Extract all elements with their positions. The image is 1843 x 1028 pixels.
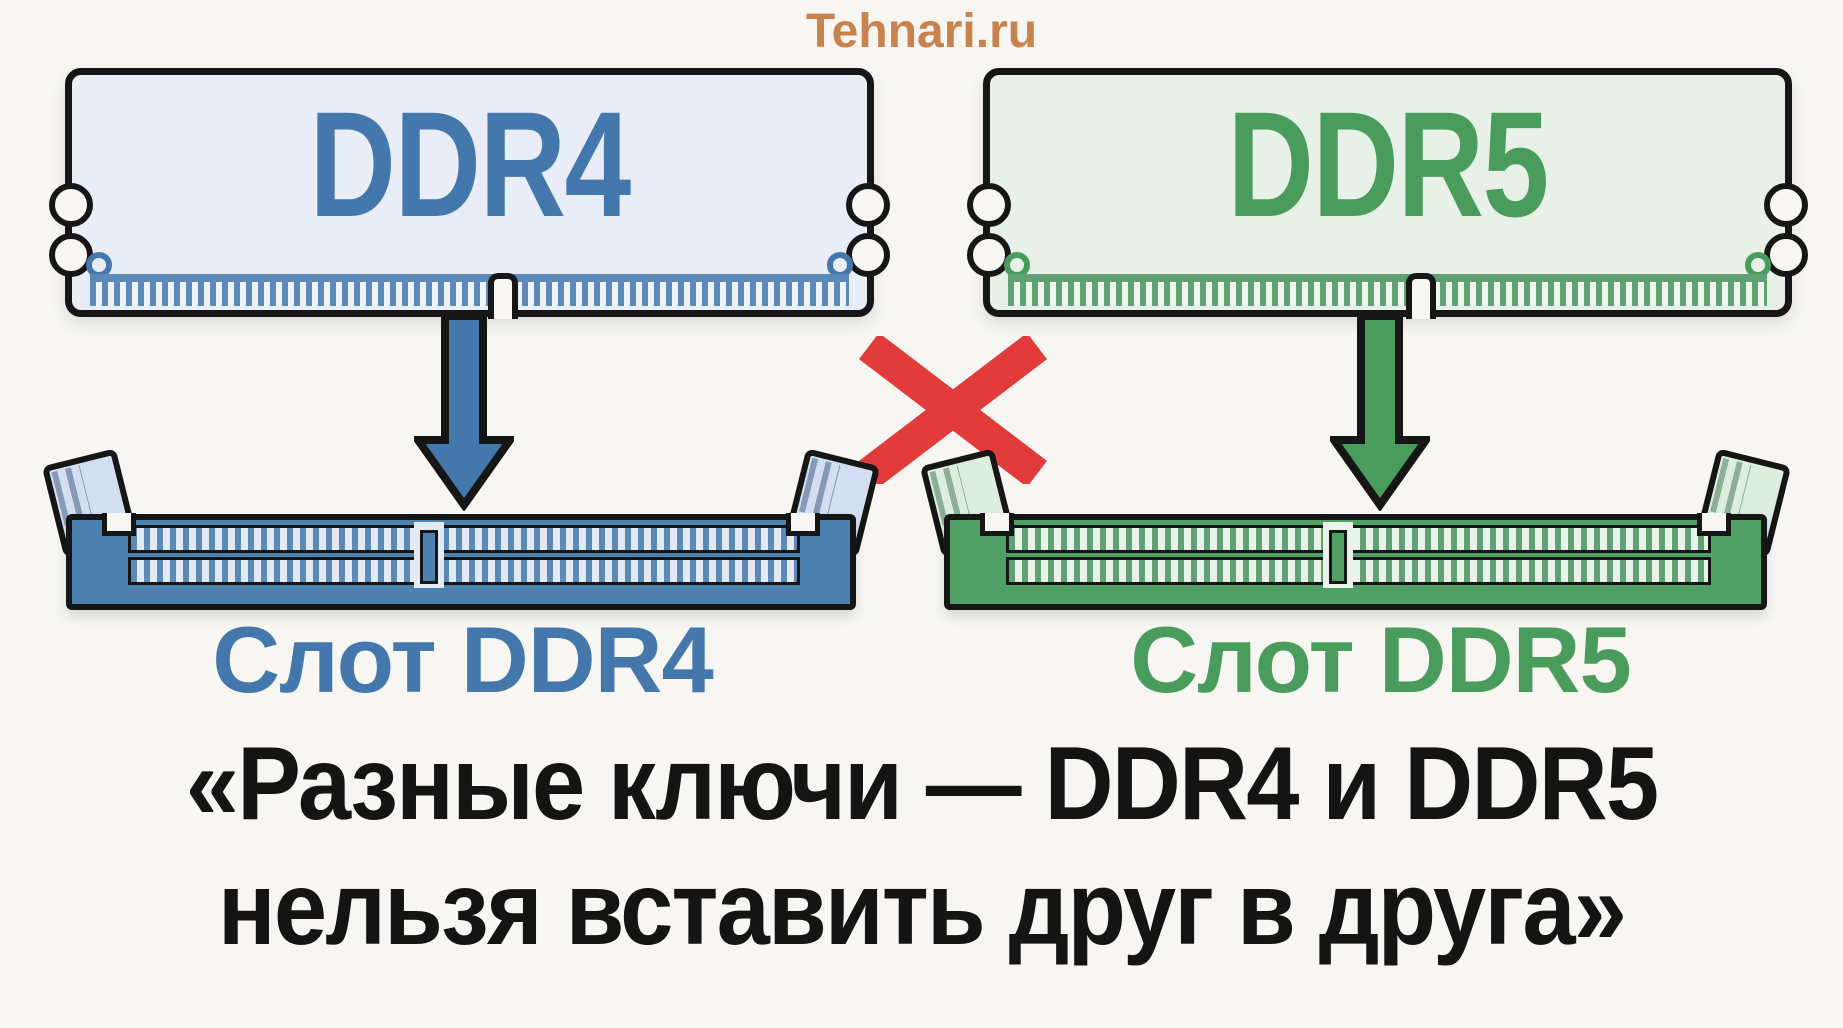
ddr4-key-notch [488,273,519,319]
ddr5-slot-key [1323,522,1354,588]
ddr5-module-label: DDR5 [1227,80,1549,248]
ddr5-key-notch [1406,273,1437,319]
slot-step [980,513,1014,536]
slot-step [786,513,820,536]
caption: «Разные ключи — DDR4 и DDR5 нельзя встав… [74,722,1770,972]
slot-pin-row [128,525,800,553]
ddr5-module: DDR5 [967,68,1808,319]
ddr5-pin-strip [1008,274,1767,306]
edge-notch [846,183,890,227]
slot-step [102,513,136,536]
caption-line-2: нельзя вставить друг в друга» [217,850,1627,967]
slot-pin-row [1006,525,1711,553]
ddr5-slot-key-bar [1329,530,1348,584]
ddr5-slot-body [944,513,1767,610]
edge-notch [49,183,93,227]
edge-notch [967,183,1011,227]
edge-notch [1764,233,1808,277]
red-cross-icon [859,336,1047,484]
ddr4-pin-strip [90,274,849,306]
edge-notch [1764,183,1808,227]
watermark-text: Tehnari.ru [805,5,1038,58]
ddr4-slot-body [66,513,856,610]
ddr4-module-label: DDR4 [309,80,631,248]
edge-notch [967,233,1011,277]
ddr5-slot-label: Слот DDR5 [1130,607,1632,712]
ddr4-module: DDR4 [49,68,890,319]
ddr5-slot [919,448,1792,610]
ddr4-slot-key-bar [420,530,439,584]
ddr4-slot-key [414,522,445,588]
slot-step [1697,513,1731,536]
slot-pin-row [1006,557,1711,585]
edge-notch [49,233,93,277]
caption-line-1: «Разные ключи — DDR4 и DDR5 [185,726,1659,842]
ddr5-down-arrow-icon [1330,312,1430,511]
edge-notch [846,233,890,277]
ddr4-slot [41,448,881,610]
slot-pin-row [128,557,800,585]
ddr4-slot-label: Слот DDR4 [212,607,714,712]
ddr4-down-arrow-icon [414,312,514,511]
